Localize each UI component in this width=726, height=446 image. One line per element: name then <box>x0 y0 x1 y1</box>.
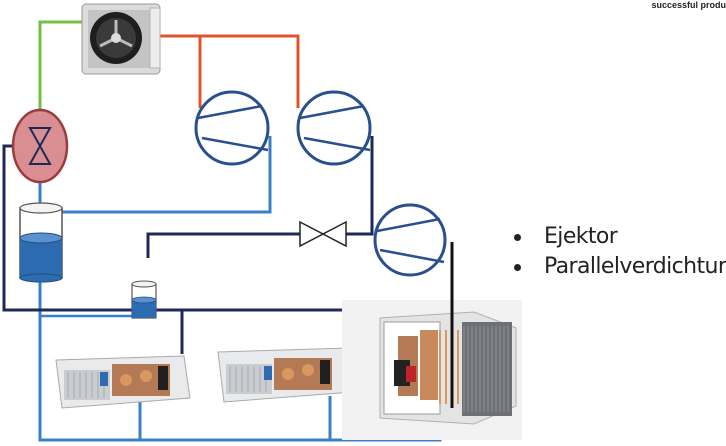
corner-caption: successful produ <box>651 0 726 10</box>
discharge-line <box>160 34 300 108</box>
receiver-tank <box>19 202 63 283</box>
separator-tank <box>131 280 157 319</box>
parallel-compressor <box>373 203 447 277</box>
parallel-compressor-line <box>146 232 300 258</box>
expansion-valve <box>299 220 347 248</box>
evaporator-2 <box>217 347 353 403</box>
bullet-text-ejektor: Ejektor <box>544 224 618 249</box>
gas-cooler <box>81 3 161 75</box>
bullet-dot <box>514 234 521 241</box>
separator-branch <box>40 312 142 318</box>
bullet-list: Ejektor Parallelverdichtung <box>510 222 726 282</box>
evaporator-1 <box>55 355 191 409</box>
bullet-item-parallelverdichtung: Parallelverdichtung <box>510 252 726 282</box>
compressor-1 <box>194 90 270 166</box>
bullet-item-ejektor: Ejektor <box>510 222 726 252</box>
bullet-dot <box>514 264 521 271</box>
bullet-text-parallelverdichtung: Parallelverdichtung <box>544 254 726 279</box>
expansion-to-compressor-line <box>346 136 374 236</box>
large-evaporator-unit <box>342 300 522 440</box>
compressor-2 <box>296 90 372 166</box>
gas-cooler-outlet-line <box>38 20 82 110</box>
mt-suction-line <box>60 136 272 214</box>
high-pressure-valve <box>11 108 69 184</box>
